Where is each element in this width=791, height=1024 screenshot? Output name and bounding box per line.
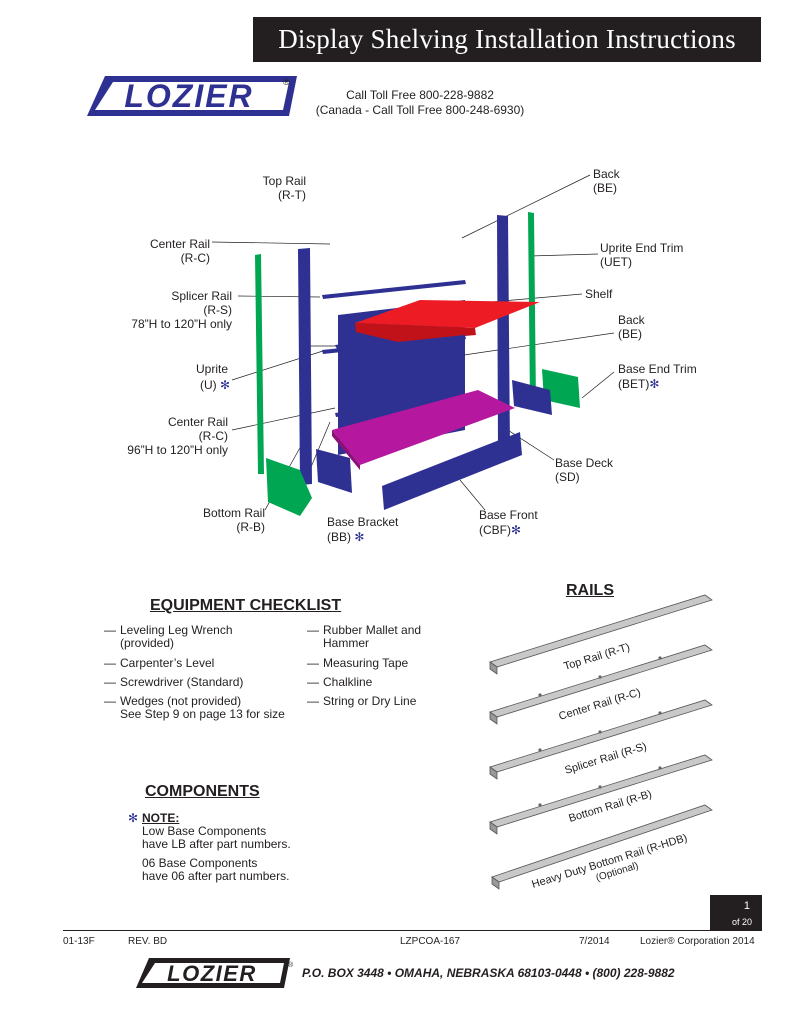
label-splicer-rail: Splicer Rail (R-S) 78”H to 120”H only — [131, 289, 232, 331]
footer-corporation: Lozier® Corporation 2014 — [640, 936, 755, 947]
label-back-top: Back (BE) — [593, 167, 620, 195]
label-base-front-code: (CBF)✻ — [479, 523, 521, 537]
checklist-item: —String or Dry Line — [307, 695, 447, 708]
canada-line: (Canada - Call Toll Free 800-248-6930) — [305, 103, 535, 118]
footer-rev: REV. BD — [128, 936, 167, 947]
label-base-end-trim-name: Base End Trim — [618, 362, 697, 376]
label-base-end-trim-code: (BET)✻ — [618, 377, 659, 391]
label-base-front-name: Base Front — [479, 508, 538, 522]
checklist-item: —Wedges (not provided)See Step 9 on page… — [104, 695, 314, 721]
components-note: ✻NOTE: Low Base Components have LB after… — [128, 812, 291, 883]
label-back-mid: Back (BE) — [618, 313, 645, 341]
footer-rule — [63, 930, 762, 931]
rails-illustration: Top Rail (R-T) Center Rail (R-C) Splicer… — [480, 590, 725, 900]
label-uprite-name: Uprite — [196, 362, 228, 376]
label-base-deck: Base Deck (SD) — [555, 456, 613, 484]
page-number: 1 — [710, 895, 762, 913]
registered-mark: ® — [283, 77, 290, 87]
label-shelf: Shelf — [585, 287, 612, 301]
toll-free-line: Call Toll Free 800-228-9882 — [305, 88, 535, 103]
footer-logo-text: LOZIER — [167, 961, 257, 986]
label-base-bracket-code: (BB) ✻ — [327, 530, 364, 544]
footer-doc-number: LZPCOA-167 — [400, 936, 460, 947]
footer-lozier-logo: LOZIER — [133, 955, 291, 993]
label-base-bracket-name: Base Bracket — [327, 515, 398, 529]
checklist-item: —Screwdriver (Standard) — [104, 676, 314, 689]
label-uprite-code: (U) ✻ — [200, 378, 230, 392]
checklist-heading: EQUIPMENT CHECKLIST — [150, 597, 341, 615]
checklist-item: —Leveling Leg Wrench(provided) — [104, 624, 314, 650]
logo-text: LOZIER — [124, 78, 253, 114]
components-heading: COMPONENTS — [145, 783, 260, 801]
label-center-rail-2: Center Rail (R-C) 96”H to 120”H only — [127, 415, 228, 457]
footer-date: 7/2014 — [579, 936, 610, 947]
footer-registered-mark: ® — [288, 962, 293, 969]
footer-code: 01-13F — [63, 936, 95, 947]
checklist-item: —Carpenter’s Level — [104, 657, 314, 670]
checklist-item: —Chalkline — [307, 676, 447, 689]
label-center-rail: Center Rail (R-C) — [150, 237, 210, 265]
document-title: Display Shelving Installation Instructio… — [253, 17, 761, 62]
shelving-diagram — [0, 160, 791, 560]
label-uprite-end-trim: Uprite End Trim (UET) — [600, 241, 683, 269]
lozier-logo: LOZIER — [83, 72, 298, 122]
page-of: of 20 — [710, 913, 762, 928]
label-top-rail: Top Rail (R-T) — [263, 174, 306, 202]
checklist-left: —Leveling Leg Wrench(provided) —Carpente… — [104, 624, 314, 721]
footer-address: P.O. BOX 3448 • OMAHA, NEBRASKA 68103-04… — [302, 966, 675, 980]
rail-label-top: Top Rail (R-T) — [562, 641, 631, 672]
page-number-box: 1 of 20 — [710, 895, 762, 930]
label-bottom-rail: Bottom Rail (R-B) — [203, 506, 265, 534]
checklist-item: —Measuring Tape — [307, 657, 447, 670]
